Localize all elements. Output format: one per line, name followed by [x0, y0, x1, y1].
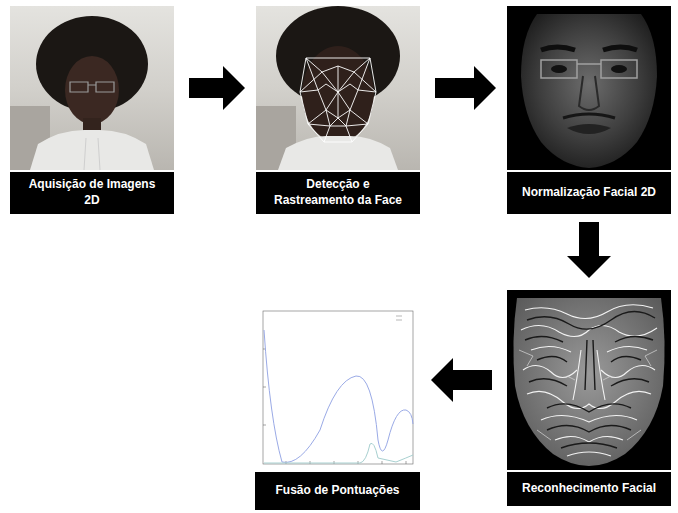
- photo-face-tracking: [256, 6, 420, 170]
- block-arrow: [189, 66, 245, 110]
- step-label: Aquisição de Imagens 2D: [24, 177, 160, 208]
- step-label-bar: Reconhecimento Facial: [507, 472, 671, 506]
- step-label-bar: Aquisição de Imagens 2D: [10, 172, 174, 214]
- process-step: Normalização Facial 2D: [507, 6, 671, 214]
- step-label: Fusão de Pontuações: [275, 483, 399, 499]
- step-label: Normalização Facial 2D: [522, 185, 656, 201]
- photo-acquisition: [10, 6, 174, 170]
- normalized-face: [507, 6, 671, 170]
- score-chart: [255, 305, 420, 470]
- process-step: Fusão de Pontuações: [255, 305, 420, 510]
- process-step: Reconhecimento Facial: [507, 290, 671, 506]
- step-label-bar: Normalização Facial 2D: [507, 172, 671, 214]
- step-label-bar: Detecção e Rastreamento da Face: [256, 172, 420, 214]
- block-arrow: [435, 66, 496, 110]
- process-step: Aquisição de Imagens 2D: [10, 6, 174, 214]
- block-arrow: [431, 358, 492, 402]
- process-step: Detecção e Rastreamento da Face: [256, 6, 420, 214]
- recognition-texture: [507, 290, 671, 470]
- step-label-bar: Fusão de Pontuações: [255, 472, 420, 510]
- step-label: Detecção e Rastreamento da Face: [270, 177, 406, 208]
- block-arrow: [567, 222, 611, 278]
- step-label: Reconhecimento Facial: [522, 481, 656, 497]
